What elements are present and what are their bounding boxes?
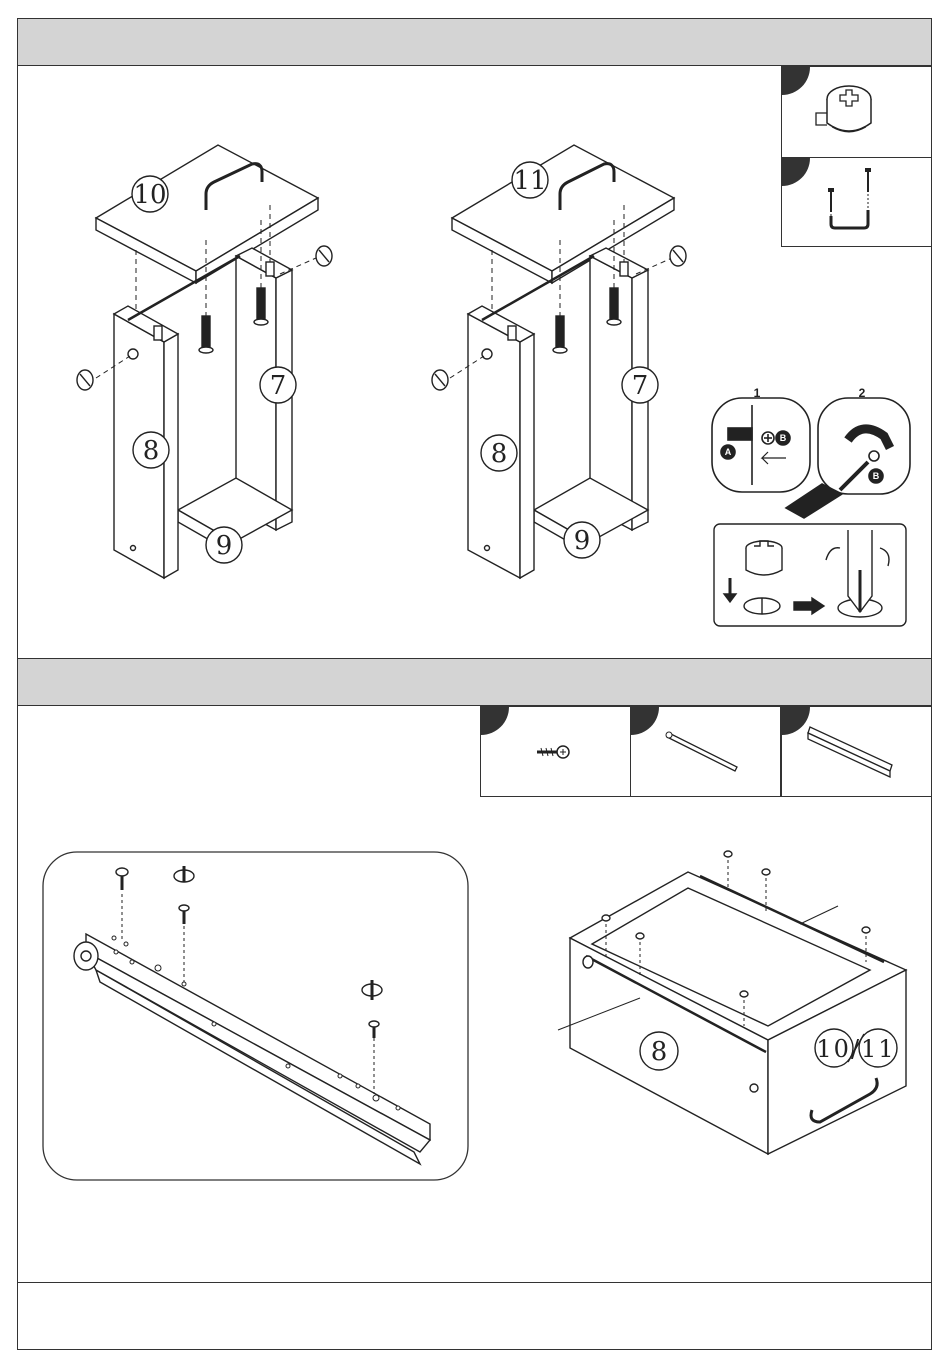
part-number-8-left: 8: [143, 436, 160, 466]
step1-drawings: 10 7 8 9: [0, 0, 950, 660]
drawer-assembly: [558, 851, 906, 1154]
cam-insert-diagram: [714, 524, 906, 626]
label-b-2: B: [873, 471, 880, 481]
part-number-11: 11: [513, 166, 546, 196]
cam-instruction-step1: [712, 398, 810, 492]
step2-header-band: [17, 658, 932, 706]
label-b: B: [780, 433, 787, 443]
instruction-step-number-1: 1: [754, 386, 761, 400]
part-number-10-11-front: 10/11: [816, 1035, 895, 1063]
part-number-7-left: 7: [270, 371, 287, 401]
instruction-step-number-2: 2: [859, 386, 866, 400]
cabinet-assembly-right: [432, 145, 686, 578]
step2-drawings: 8 10/11: [0, 700, 950, 1360]
part-number-9-left: 9: [216, 531, 233, 561]
part-number-8-drawer: 8: [651, 1037, 668, 1067]
part-number-8-right: 8: [491, 439, 508, 469]
part-number-9-right: 9: [574, 526, 591, 556]
label-a: A: [725, 447, 732, 457]
part-number-10: 10: [133, 180, 166, 210]
part-number-7-right: 7: [632, 371, 649, 401]
cabinet-assembly-left: [77, 145, 332, 578]
